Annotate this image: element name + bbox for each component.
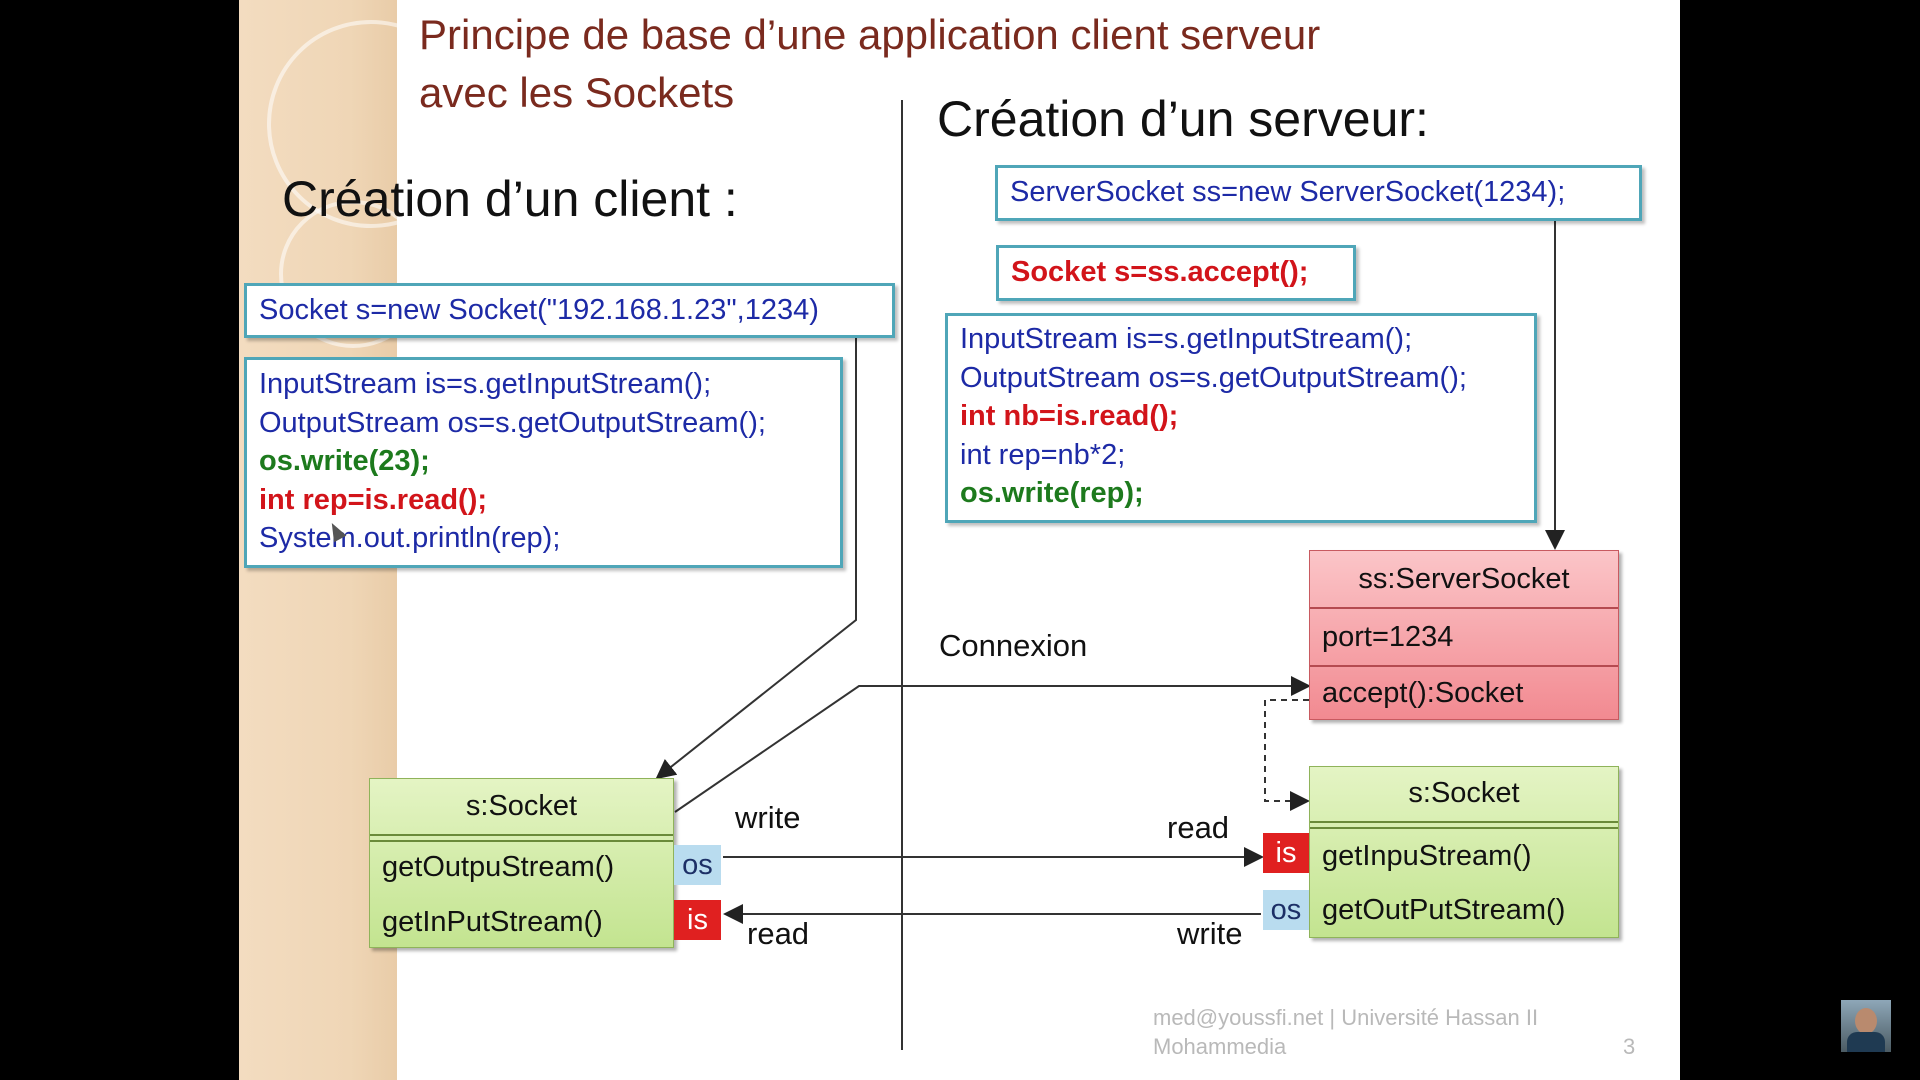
client-new-socket-line [655,337,857,780]
server-heading: Création d’un serveur: [937,91,1429,147]
client-code-line: os.write(23); [259,445,430,477]
client-write-label: write [735,800,801,835]
page-number: 3 [1623,1034,1636,1059]
server-socket-method-1: getInpuStream() [1322,840,1532,872]
connexion-label: Connexion [939,628,1088,663]
uml-separator [1310,821,1618,823]
client-socket-code: Socket s=new Socket("192.168.1.23",1234) [259,294,819,326]
footer-line-1: med@youssfi.net | Université Hassan II [1153,1005,1539,1030]
decorative-ring [279,200,427,348]
server-socket-uml-title: s:Socket [1408,777,1520,809]
server-serversocket-code: ServerSocket ss=new ServerSocket(1234); [1010,176,1566,208]
client-socket-uml-title: s:Socket [465,790,578,822]
client-code-line: OutputStream os=s.getOutputStream(); [259,406,766,439]
server-accept-box: Socket s=ss.accept(); [996,245,1356,301]
serversocket-uml-attr: port=1234 [1322,621,1454,653]
client-socket-method-1: getOutpuStream() [382,851,615,883]
client-socket-method-2: getInPutStream() [382,906,603,938]
presenter-thumbnail [1841,1000,1891,1052]
client-code-line: System.out.println(rep); [259,522,561,554]
client-os-tag: os [674,845,721,885]
serversocket-uml-title: ss:ServerSocket [1358,563,1570,595]
slide: Principe de base d’une application clien… [239,0,1680,1080]
uml-separator [370,834,673,836]
client-socket-box: Socket s=new Socket("192.168.1.23",1234) [244,283,895,338]
client-read-label: read [747,916,810,951]
client-heading: Création d’un client : [282,171,738,227]
accept-dashed-line [1264,699,1310,811]
server-code-line: int rep=nb*2; [960,438,1126,471]
server-code-line: InputStream is=s.getInputStream(); [960,323,1413,355]
client-socket-uml: s:Socket getOutpuStream() getInPutStream… [369,778,674,948]
server-is-tag: is [1263,833,1309,873]
footer-credit: med@youssfi.net | Université Hassan II M… [1153,1003,1538,1061]
presenter-body-icon [1847,1032,1885,1052]
title-line-2: avec les Sockets [419,69,735,116]
connection-lines [655,100,1565,1050]
title-line-1: Principe de base d’une application clien… [419,11,1321,58]
presenter-face-icon [1855,1008,1877,1034]
uml-separator [1310,827,1618,829]
server-code-box: InputStream is=s.getInputStream(); Outpu… [945,313,1537,523]
client-code-box: InputStream is=s.getInputStream(); Outpu… [244,357,843,568]
serversocket-uml: ss:ServerSocket port=1234 accept():Socke… [1309,550,1619,720]
client-code-line: int rep=is.read(); [259,483,488,516]
server-code-line: int nb=is.read(); [960,400,1179,432]
server-socket-method-2: getOutPutStream() [1322,894,1566,926]
server-write-label: write [1177,916,1243,951]
slide-title: Principe de base d’une application clien… [419,6,1320,122]
uml-separator [370,840,673,842]
connexion-line [674,676,1311,813]
server-serversocket-box: ServerSocket ss=new ServerSocket(1234); [995,165,1642,221]
client-code-line: InputStream is=s.getInputStream(); [259,368,712,400]
server-accept-code: Socket s=ss.accept(); [1011,256,1309,288]
server-socket-uml: s:Socket getInpuStream() getOutPutStream… [1309,766,1619,938]
uml-separator [1310,665,1618,667]
server-code-line: OutputStream os=s.getOutputStream(); [960,361,1467,394]
uml-separator [1310,607,1618,609]
server-code-line: os.write(rep); [960,477,1144,509]
server-os-tag: os [1263,890,1309,930]
client-is-tag: is [674,900,721,940]
footer-line-2: Mohammedia [1153,1034,1287,1059]
serversocket-uml-method: accept():Socket [1322,677,1524,709]
server-read-label: read [1167,810,1230,845]
